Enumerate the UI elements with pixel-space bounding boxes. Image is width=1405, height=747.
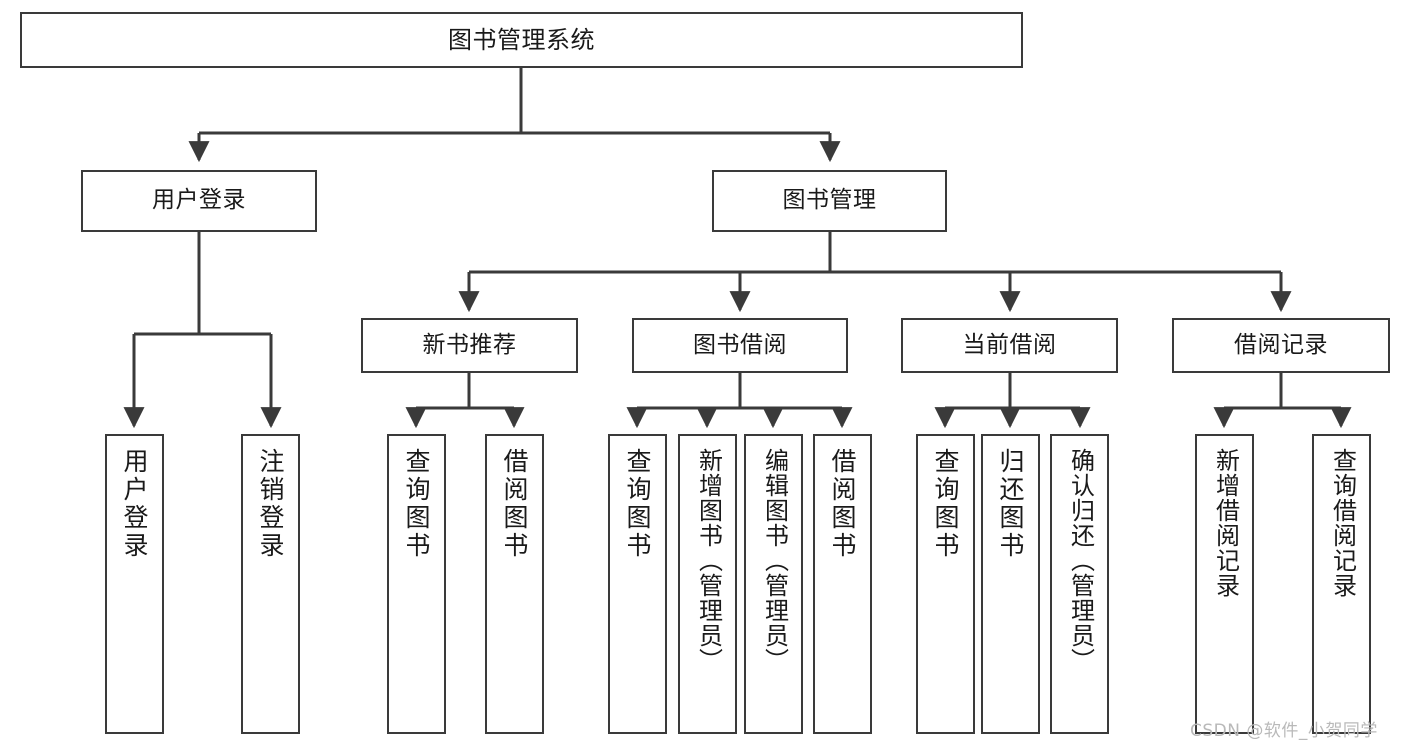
node-borrow-record[interactable]: 借阅记录	[1172, 318, 1390, 373]
leaf-user-login-login-label: 用户登录	[120, 448, 149, 560]
leaf-user-login-logout-label: 注销登录	[256, 448, 285, 560]
node-current-borrow[interactable]: 当前借阅	[901, 318, 1118, 373]
node-borrow-record-label: 借阅记录	[1234, 331, 1328, 358]
node-book-borrow-label: 图书借阅	[693, 331, 787, 358]
leaf-current-borrow-return-label: 归还图书	[996, 448, 1025, 560]
leaf-borrow-record-query[interactable]: 查询借阅记录	[1312, 434, 1371, 734]
leaf-book-borrow-edit-label: 编辑图书（管理员）	[760, 448, 789, 673]
node-user-login-label: 用户登录	[152, 187, 246, 214]
node-book-management-label: 图书管理	[782, 187, 877, 214]
node-root-label: 图书管理系统	[448, 25, 595, 54]
leaf-current-borrow-confirm[interactable]: 确认归还（管理员）	[1050, 434, 1109, 734]
leaf-book-borrow-query-label: 查询图书	[623, 448, 652, 560]
leaf-book-borrow-borrow-label: 借阅图书	[828, 448, 857, 560]
leaf-new-book-borrow-label: 借阅图书	[500, 448, 529, 560]
node-new-book-recommend[interactable]: 新书推荐	[361, 318, 578, 373]
leaf-book-borrow-add[interactable]: 新增图书（管理员）	[678, 434, 737, 734]
leaf-user-login-logout[interactable]: 注销登录	[241, 434, 300, 734]
leaf-new-book-borrow[interactable]: 借阅图书	[485, 434, 544, 734]
node-user-login[interactable]: 用户登录	[81, 170, 317, 232]
leaf-borrow-record-add-label: 新增借阅记录	[1211, 448, 1240, 598]
leaf-user-login-login[interactable]: 用户登录	[105, 434, 164, 734]
node-book-management[interactable]: 图书管理	[712, 170, 947, 232]
leaf-current-borrow-query-label: 查询图书	[931, 448, 960, 560]
leaf-book-borrow-edit[interactable]: 编辑图书（管理员）	[744, 434, 803, 734]
leaf-new-book-query-label: 查询图书	[402, 448, 431, 560]
leaf-book-borrow-query[interactable]: 查询图书	[608, 434, 667, 734]
leaf-book-borrow-add-label: 新增图书（管理员）	[694, 448, 723, 673]
leaf-new-book-query[interactable]: 查询图书	[387, 434, 446, 734]
node-new-book-recommend-label: 新书推荐	[422, 331, 517, 358]
leaf-borrow-record-add[interactable]: 新增借阅记录	[1195, 434, 1254, 734]
node-current-borrow-label: 当前借阅	[962, 331, 1057, 358]
leaf-borrow-record-query-label: 查询借阅记录	[1328, 448, 1357, 598]
csdn-watermark: CSDN @软件_小贺同学	[1190, 721, 1378, 741]
node-root[interactable]: 图书管理系统	[20, 12, 1023, 68]
node-book-borrow[interactable]: 图书借阅	[632, 318, 848, 373]
leaf-current-borrow-return[interactable]: 归还图书	[981, 434, 1040, 734]
leaf-book-borrow-borrow[interactable]: 借阅图书	[813, 434, 872, 734]
leaf-current-borrow-query[interactable]: 查询图书	[916, 434, 975, 734]
leaf-current-borrow-confirm-label: 确认归还（管理员）	[1066, 448, 1095, 673]
